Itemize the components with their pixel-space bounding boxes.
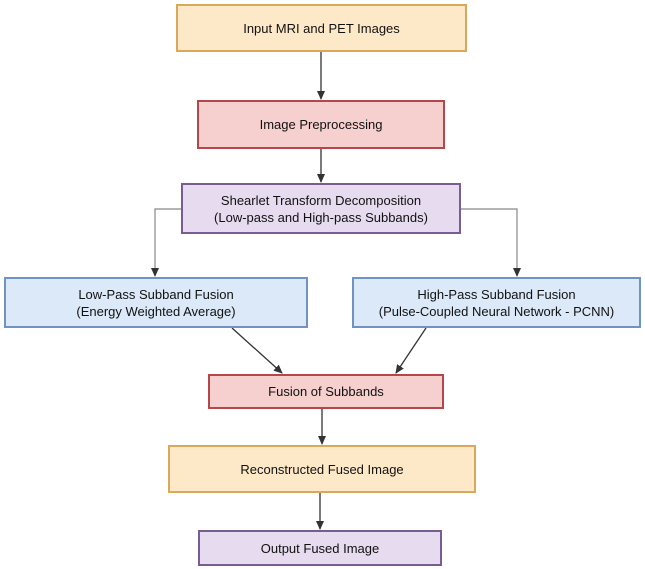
fusion-of-subbands-label: Fusion of Subbands [268, 384, 384, 399]
fusion-of-subbands-node: Fusion of Subbands [208, 374, 444, 409]
arrow-shearlet-to-highpass [461, 208, 521, 277]
shearlet-decomposition-subtitle: (Low-pass and High-pass Subbands) [214, 209, 428, 225]
shearlet-decomposition-title: Shearlet Transform Decomposition [220, 192, 422, 208]
reconstructed-image-label: Reconstructed Fused Image [240, 461, 404, 477]
arrow-lowpass-to-fusion [231, 327, 283, 374]
output-image-node: Output Fused Image [198, 530, 442, 566]
image-preprocessing-node: Image Preprocessing [197, 100, 445, 149]
image-preprocessing-label: Image Preprocessing [259, 117, 383, 132]
input-images-node: Input MRI and PET Images [176, 4, 467, 52]
arrow-highpass-to-fusion [395, 327, 427, 374]
shearlet-decomposition-node: Shearlet Transform Decomposition (Low-pa… [181, 183, 461, 234]
arrow-shearlet-to-lowpass [151, 208, 181, 277]
high-pass-fusion-subtitle: (Pulse-Coupled Neural Network - PCNN) [378, 303, 615, 319]
reconstructed-image-node: Reconstructed Fused Image [168, 445, 476, 493]
low-pass-fusion-subtitle: (Energy Weighted Average) [76, 303, 236, 319]
low-pass-fusion-title: Low-Pass Subband Fusion [78, 286, 234, 302]
low-pass-fusion-node: Low-Pass Subband Fusion (Energy Weighted… [4, 277, 308, 328]
high-pass-fusion-title: High-Pass Subband Fusion [417, 286, 576, 302]
high-pass-fusion-node: High-Pass Subband Fusion (Pulse-Coupled … [352, 277, 641, 328]
input-images-label: Input MRI and PET Images [243, 20, 400, 36]
output-image-label: Output Fused Image [260, 540, 380, 556]
